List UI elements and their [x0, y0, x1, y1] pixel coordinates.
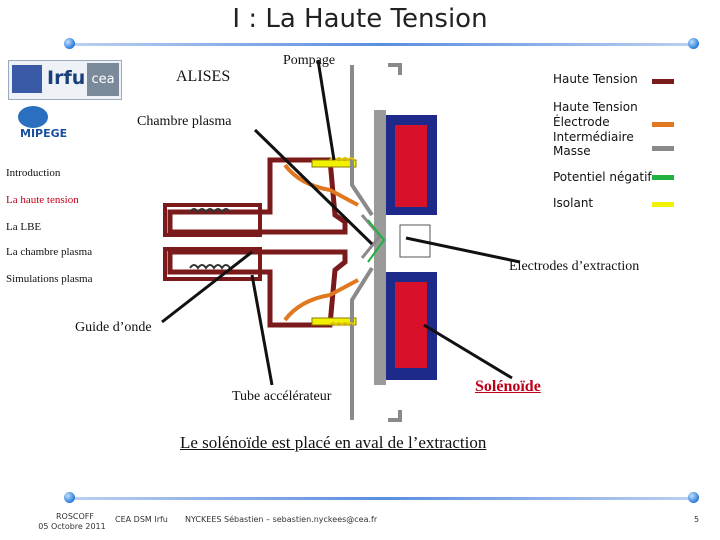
insulator-upper [311, 159, 357, 168]
footer-author: NYCKEES Sébastien – sebastien.nyckees@ce… [185, 515, 378, 524]
slide-subtitle: Le solénoïde est placé en aval de l’extr… [180, 433, 487, 452]
legend-swatch-haute-tension [652, 79, 674, 84]
legend-swatch-isolant [652, 202, 674, 207]
label-pompage: Pompage [283, 53, 336, 68]
legend-label-masse: Masse [553, 144, 591, 158]
arrow-tube [250, 274, 274, 386]
arrow-chambre-plasma [253, 128, 374, 246]
legend-label-electrode-intermediaire: Haute Tension Électrode Intermédiaire [553, 100, 638, 144]
rule-left-dot [64, 38, 75, 49]
intermediate-electrode-lower [283, 278, 359, 322]
arrow-solenoide [423, 323, 513, 380]
spring-lower [329, 322, 355, 327]
rule-right-dot [688, 38, 699, 49]
irfu-mark-icon [12, 65, 42, 93]
chamber-upper-wall [167, 157, 348, 235]
cea-logo-text: cea [87, 63, 119, 96]
sidebar-item-introduction[interactable]: Introduction [6, 167, 61, 179]
title-rule [70, 43, 695, 46]
footer-date: 05 Octobre 2011 [38, 522, 106, 531]
mipege-logo: MIPEGE [12, 103, 78, 155]
arrow-guide-onde [161, 250, 253, 324]
legend-swatch-masse [652, 146, 674, 151]
label-guide-onde: Guide d’onde [75, 320, 152, 335]
legend-label-potentiel-negatif: Potentiel négatif [553, 170, 652, 184]
pumping-tube-lower [350, 266, 374, 420]
chamber-lower-wall [167, 249, 348, 328]
footer-right-dot [688, 492, 699, 503]
legend-swatch-electrode-intermediaire [652, 122, 674, 127]
arrow-pompage [316, 59, 336, 161]
intermediate-electrode-upper [283, 163, 359, 207]
waveguide-ridges-upper [189, 208, 231, 214]
legend-label-isolant: Isolant [553, 196, 594, 210]
waveguide-ridges-lower [189, 264, 231, 270]
label-solenoide: Solénoïde [475, 378, 541, 395]
irfu-logo-text: Irfu [47, 67, 86, 89]
arrow-electrodes [405, 236, 521, 264]
pump-flanges [388, 63, 402, 422]
sidebar-item-haute-tension[interactable]: La haute tension [6, 194, 79, 206]
label-alises: ALISES [176, 68, 231, 85]
chamber-upper-block [163, 203, 262, 237]
slide-title: I : La Haute Tension [232, 4, 488, 34]
sidebar-item-simulations[interactable]: Simulations plasma [6, 273, 93, 285]
irfu-cea-logo: Irfu cea [8, 60, 122, 100]
solenoid-lower [385, 272, 437, 380]
legend-swatch-potentiel-negatif [652, 175, 674, 180]
extraction-electrode-negative [367, 219, 386, 263]
footer-org: CEA DSM Irfu [115, 515, 168, 524]
pumping-tube [350, 65, 374, 217]
label-chambre-plasma: Chambre plasma [137, 114, 232, 129]
sidebar-item-chambre-plasma[interactable]: La chambre plasma [6, 246, 93, 258]
label-electrodes: Electrodes d’extraction [509, 259, 640, 274]
footer-venue: ROSCOFF [55, 512, 95, 521]
mipege-logo-text: MIPEGE [20, 127, 68, 140]
legend-label-haute-tension: Haute Tension [553, 72, 638, 86]
mipege-globe-icon [18, 106, 48, 128]
footer-rule [70, 497, 695, 500]
ground-flange [374, 110, 386, 385]
sidebar-item-lbe[interactable]: La LBE [6, 221, 42, 233]
chamber-lower-block [163, 247, 262, 281]
insulator-lower [311, 317, 357, 326]
footer-left-dot [64, 492, 75, 503]
page-number: 5 [694, 515, 700, 524]
label-tube: Tube accélérateur [232, 389, 332, 404]
solenoid-upper [385, 115, 437, 215]
